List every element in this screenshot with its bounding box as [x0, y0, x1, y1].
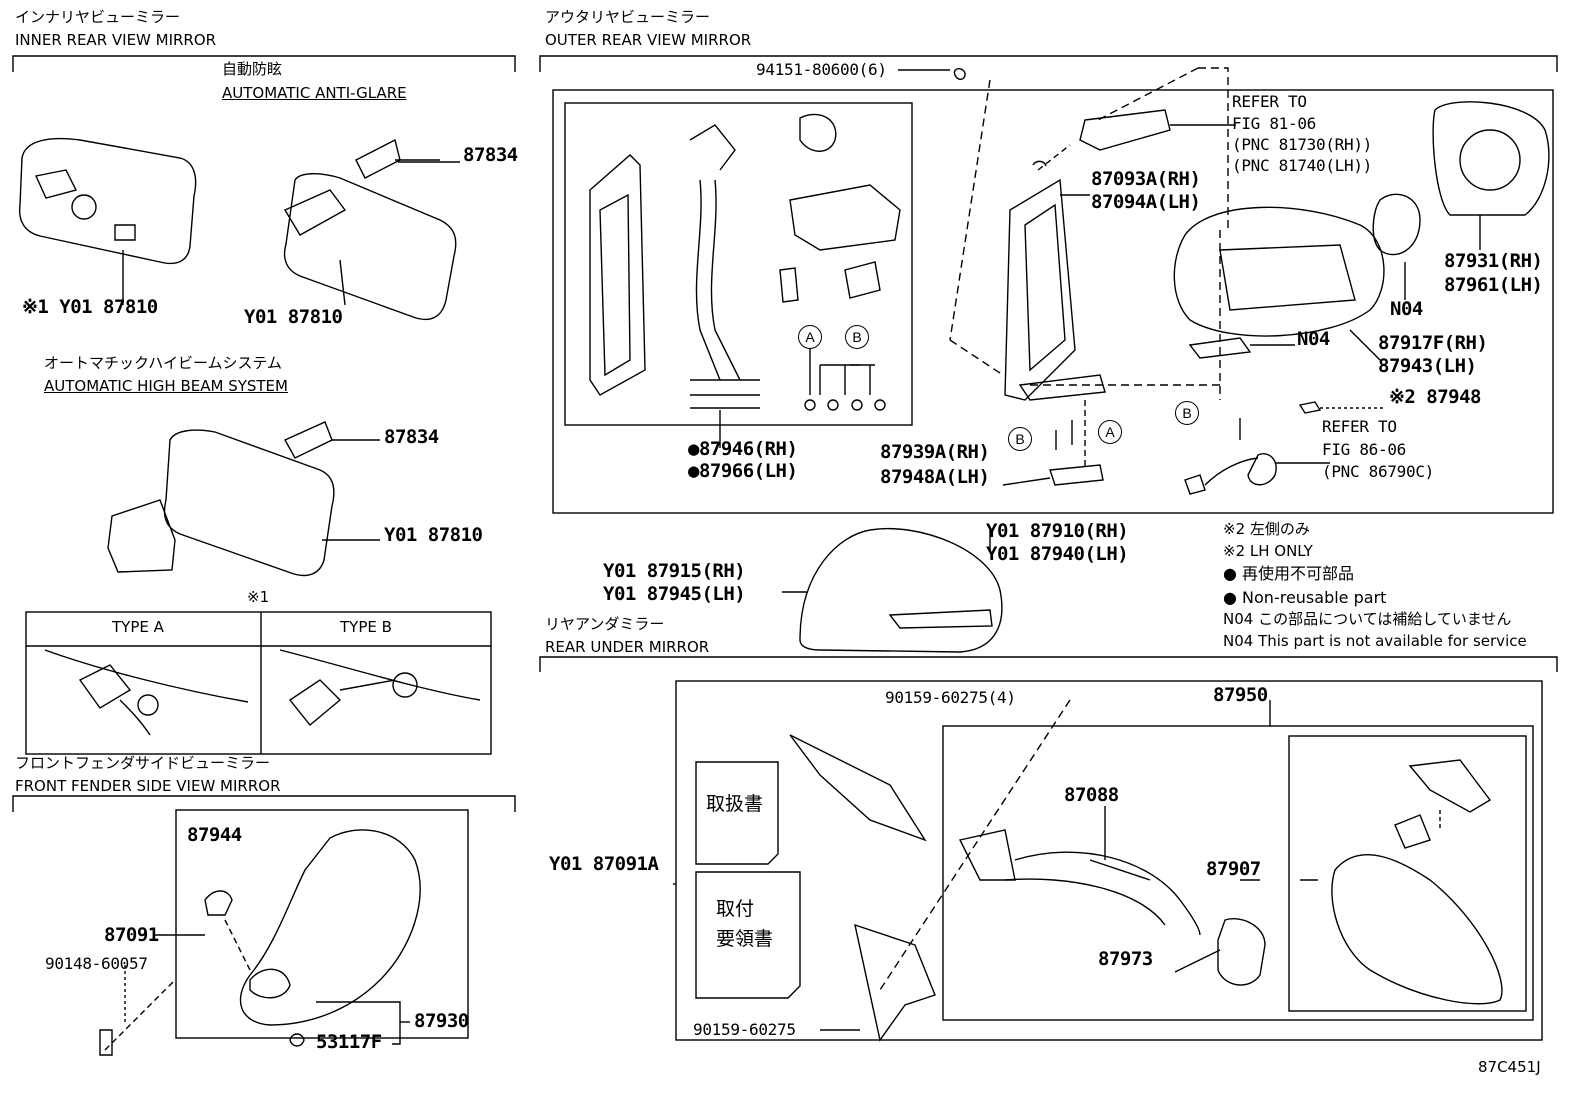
refer-fig-86-06-line2: FIG 86-06 [1322, 440, 1406, 459]
under-mirror-box [675, 680, 1543, 1041]
type-b-label: TYPE B [340, 618, 392, 636]
part-87943-lh: 87943(LH) [1378, 355, 1477, 377]
fender-mirror-title-en: FRONT FENDER SIDE VIEW MIRROR [15, 777, 281, 795]
inner-mirror-1-shape [18, 137, 197, 305]
outer-mirror-title-en: OUTER REAR VIEW MIRROR [545, 31, 752, 49]
leader-lines [398, 69, 1271, 973]
part-87946-rh: ●87946(RH) [688, 438, 798, 460]
part-87939a-rh: 87939A(RH) [880, 441, 990, 463]
part-87948a-lh: 87948A(LH) [880, 466, 990, 488]
type-table [25, 611, 492, 755]
install-guide-label-1: 取付 [716, 898, 755, 920]
part-y01-87915-rh: Y01 87915(RH) [603, 560, 746, 582]
fastener-callout-b: B [845, 325, 869, 349]
type-a-label: TYPE A [112, 618, 164, 636]
fender-mirror-box [175, 809, 469, 1039]
part-87088: 87088 [1064, 784, 1119, 806]
part-n04-b: N04 [1297, 328, 1330, 350]
anti-glare-title-jp: 自動防眩 [222, 60, 283, 78]
part-y01-87810-a: ※1 Y01 87810 [22, 296, 158, 318]
refer-fig-81-06-line3: (PNC 81730(RH)) [1232, 135, 1372, 154]
part-87091: 87091 [104, 924, 159, 946]
part-87917f-rh: 87917F(RH) [1378, 332, 1488, 354]
under-mirror-title-en: REAR UNDER MIRROR [545, 638, 710, 656]
under-mirror-shapes [695, 699, 1503, 1042]
part-n04-a: N04 [1390, 298, 1423, 320]
install-guide-label-2: 要領書 [716, 928, 774, 950]
part-y01-87945-lh: Y01 87945(LH) [603, 583, 746, 605]
harness-subbox [564, 102, 913, 426]
refer-fig-86-06-line1: REFER TO [1322, 417, 1397, 436]
part-y01-87940-lh: Y01 87940(LH) [986, 543, 1129, 565]
part-90159-60275: 90159-60275 [693, 1020, 796, 1039]
inner-mirror-title-jp: インナリヤビューミラー [15, 8, 181, 26]
outer-mirror-box [552, 89, 1554, 514]
part-87966-lh: ●87966(LH) [688, 460, 798, 482]
figure-id: 87C451J [1478, 1058, 1541, 1076]
refer-fig-86-06-line3: (PNC 86790C) [1322, 462, 1434, 481]
part-53117f: 53117F [316, 1031, 382, 1053]
fender-mirror-title-jp: フロントフェンダサイドビューミラー [15, 754, 271, 772]
part-87944: 87944 [187, 824, 242, 846]
part-90159-60275-4: 90159-60275(4) [885, 688, 1016, 707]
part-87950: 87950 [1213, 684, 1268, 706]
outer-mirror-shapes [949, 67, 1550, 495]
note-2-jp: ※2 左側のみ [1223, 520, 1310, 538]
fastener-callout-a-2: A [1098, 420, 1122, 444]
note-nonreusable-en: ● Non-reusable part [1223, 588, 1387, 607]
mirror-cover-shape [782, 528, 1003, 653]
fastener-callout-b-2: B [1008, 427, 1032, 451]
refer-fig-81-06-line4: (PNC 81740(LH)) [1232, 156, 1372, 175]
part-87961-lh: 87961(LH) [1444, 274, 1543, 296]
part-87948: ※2 87948 [1389, 386, 1482, 408]
under-mirror-title-jp: リヤアンダミラー [545, 615, 665, 633]
high-beam-mirror-shape [107, 421, 380, 577]
outer-mirror-title-jp: アウタリヤビューミラー [545, 8, 711, 26]
inner-mirror-title-en: INNER REAR VIEW MIRROR [15, 31, 217, 49]
part-87093a-rh: 87093A(RH) [1091, 168, 1201, 190]
note-n04-jp: N04 この部品については補給していません [1223, 610, 1512, 628]
part-87931-rh: 87931(RH) [1444, 250, 1543, 272]
anti-glare-title-en: AUTOMATIC ANTI-GLARE [222, 84, 407, 102]
part-87834-b: 87834 [384, 426, 439, 448]
part-87907: 87907 [1206, 858, 1261, 880]
inner-mirror-2-shape [283, 138, 457, 321]
part-y01-87810-c: Y01 87810 [384, 524, 483, 546]
fastener-callout-b-3: B [1175, 401, 1199, 425]
high-beam-title-en: AUTOMATIC HIGH BEAM SYSTEM [44, 377, 288, 395]
refer-fig-81-06-line2: FIG 81-06 [1232, 114, 1316, 133]
part-94151-80600: 94151-80600(6) [756, 60, 887, 79]
note-2-en: ※2 LH ONLY [1223, 542, 1313, 560]
under-mirror-inner-box [1288, 735, 1527, 1012]
type-a-b-shapes [44, 649, 481, 736]
note-nonreusable-jp: ● 再使用不可部品 [1223, 564, 1355, 583]
part-y01-87910-rh: Y01 87910(RH) [986, 520, 1129, 542]
harness-shapes [589, 113, 901, 448]
note-1-marker: ※1 [247, 588, 270, 606]
part-y01-87091a: Y01 87091A [549, 853, 659, 875]
part-87930: 87930 [414, 1010, 469, 1032]
fastener-callout-a: A [798, 325, 822, 349]
part-y01-87810-b: Y01 87810 [244, 306, 343, 328]
part-87973: 87973 [1098, 948, 1153, 970]
part-87094a-lh: 87094A(LH) [1091, 191, 1201, 213]
owners-manual-label: 取扱書 [706, 793, 764, 815]
fender-mirror-shape [99, 829, 421, 1056]
part-90148-60057: 90148-60057 [45, 954, 148, 973]
refer-fig-81-06-line1: REFER TO [1232, 92, 1307, 111]
section-brackets [12, 55, 1558, 812]
note-n04-en: N04 This part is not available for servi… [1223, 632, 1527, 650]
high-beam-title-jp: オートマチックハイビームシステム [44, 354, 283, 372]
under-mirror-subbox [942, 725, 1534, 1021]
part-87834-a: 87834 [463, 144, 518, 166]
